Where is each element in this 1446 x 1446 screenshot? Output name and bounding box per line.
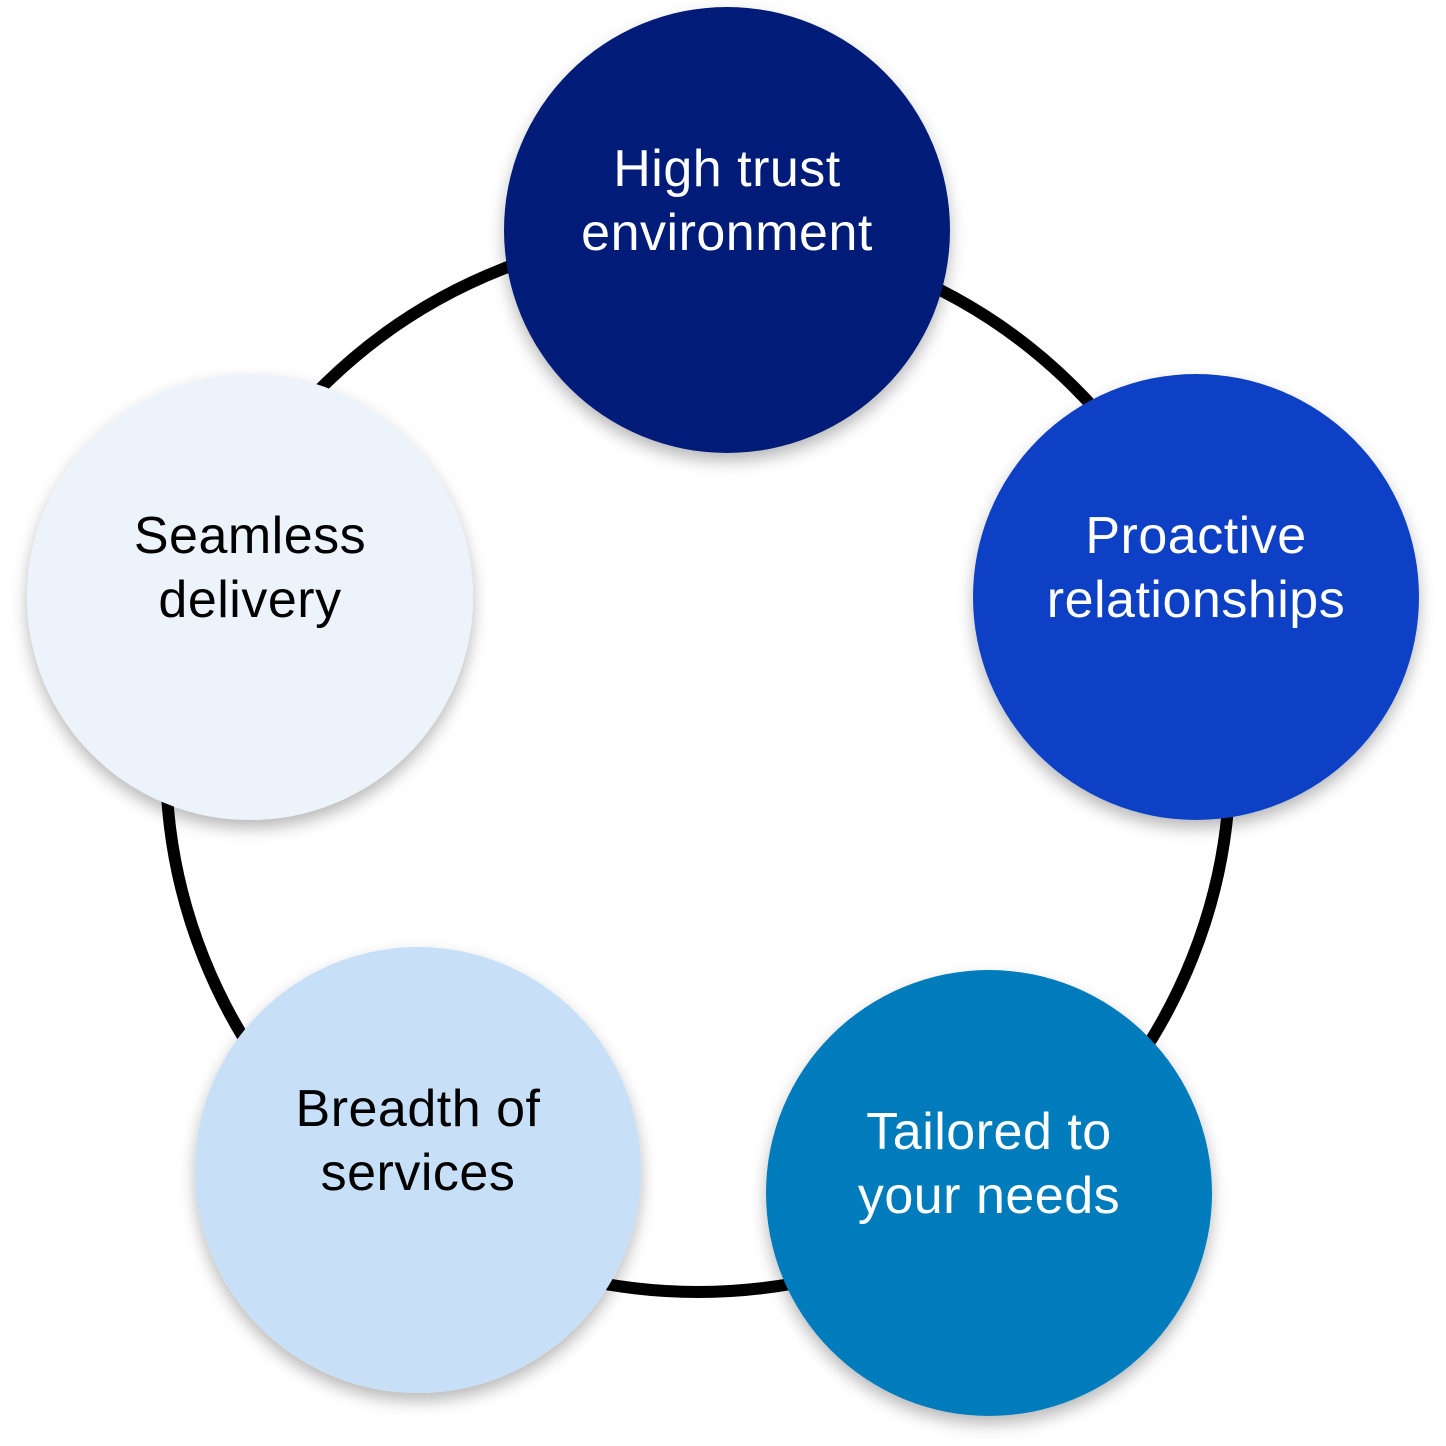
node-circle: [195, 947, 641, 1393]
node-label-line: relationships: [1047, 571, 1345, 629]
node-seamless-delivery: Seamless delivery: [27, 374, 473, 820]
node-label-line: your needs: [858, 1167, 1120, 1225]
node-label-line: High trust: [613, 140, 841, 198]
node-high-trust-environment: High trust environment: [504, 7, 950, 453]
node-label-line: Proactive: [1085, 507, 1306, 565]
node-tailored-to-your-needs: Tailored to your needs: [766, 970, 1212, 1416]
node-label-line: services: [321, 1144, 516, 1202]
node-proactive-relationships: Proactive relationships: [973, 374, 1419, 820]
node-circle: [766, 970, 1212, 1416]
node-label-line: Breadth of: [296, 1080, 541, 1138]
node-breadth-of-services: Breadth of services: [195, 947, 641, 1393]
node-circle: [504, 7, 950, 453]
node-label-line: Seamless: [134, 507, 366, 565]
node-label-line: environment: [581, 204, 873, 262]
node-circle: [973, 374, 1419, 820]
node-circle: [27, 374, 473, 820]
node-label-line: delivery: [158, 571, 341, 629]
node-label-line: Tailored to: [866, 1103, 1111, 1161]
